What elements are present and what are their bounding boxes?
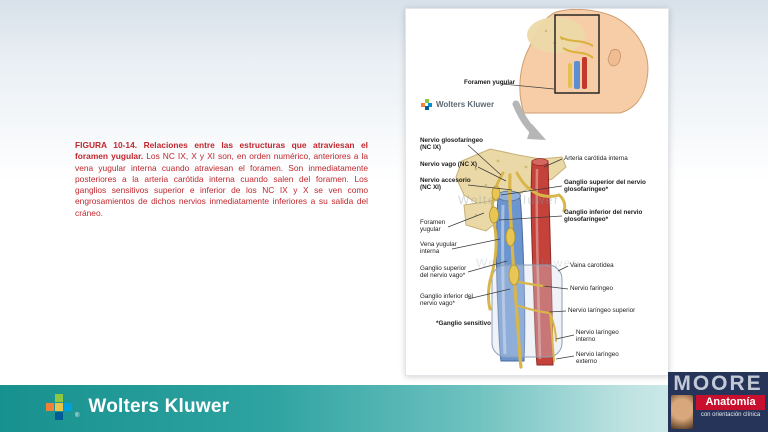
label-ganglio-sensitivo-footnote: *Ganglio sensitivo — [436, 320, 491, 327]
label-vaina-carotidea: Vaina carotídea — [570, 262, 614, 269]
caption-figure-number: FIGURA 10-14. — [75, 140, 138, 150]
moore-series-label: Anatomía — [696, 395, 765, 410]
label-vena-yugular-interna: Vena yugular interna — [420, 241, 457, 256]
wolters-kluwer-icon — [421, 99, 432, 110]
occipital-bone — [463, 200, 499, 232]
anatomy-head-thumbnail — [671, 395, 693, 429]
superior-glossopharyngeal-ganglion — [491, 185, 501, 201]
internal-carotid-artery — [530, 160, 554, 366]
panel-brand-label: Wolters Kluwer — [436, 100, 495, 109]
figure-caption: FIGURA 10-14. Relaciones entre las estru… — [75, 140, 368, 219]
label-nervio-vago: Nervio vago (NC X) — [420, 161, 478, 168]
wolters-kluwer-logo-icon — [46, 394, 72, 420]
inset-highlight-box — [554, 14, 600, 94]
footer-brand: ® Wolters Kluwer — [46, 394, 229, 420]
label-arteria-carotida-interna: Arteria carótida interna — [564, 155, 628, 162]
inferior-glossopharyngeal-ganglion — [489, 206, 499, 224]
registered-mark: ® — [75, 413, 80, 419]
carotid-sheath — [491, 264, 563, 358]
label-nervio-faringeo: Nervio faríngeo — [570, 285, 614, 292]
caption-body: Los NC IX, X y XI son, en orden numérico… — [75, 151, 369, 218]
label-nervio-laringeo-externo: Nervio laríngeo externo — [576, 351, 619, 366]
label-nervio-accesorio: Nervio accesorio (NC XI) — [420, 177, 471, 192]
anatomy-figure-panel: Wolters Kluwer Wolters Kluwer Wolters Kl… — [405, 8, 669, 376]
label-ganglio-superior-vago: Ganglio superior del nervio vago* — [420, 265, 467, 280]
inferior-vagal-ganglion — [508, 264, 520, 286]
label-ganglio-superior-glosofaringeo: Ganglio superior del nervio glosofarínge… — [564, 179, 646, 194]
label-nervio-glosofaringeo: Nervio glosofaríngeo (NC IX) — [420, 137, 483, 152]
external-laryngeal-nerve — [549, 312, 555, 362]
leader-lines — [447, 144, 575, 360]
footer-brand-label: Wolters Kluwer — [88, 396, 230, 417]
superior-vagal-ganglion — [505, 227, 516, 247]
accessory-nerve — [515, 171, 567, 213]
moore-subtitle: con orientación clínica — [700, 412, 761, 418]
skull-base-patch — [527, 17, 585, 53]
moore-branding-block: MOORE Anatomía con orientación clínica — [668, 372, 768, 432]
anatomy-illustration — [447, 9, 649, 369]
label-ganglio-inferior-glosofaringeo: Ganglio inferior del nervio glosofarínge… — [564, 209, 643, 224]
panel-brand: Wolters Kluwer — [421, 99, 494, 110]
caption-bold-lead: Relaciones entre las estructuras que atr… — [75, 140, 368, 162]
label-nervio-laringeo-interno: Nervio laríngeo interno — [576, 329, 619, 344]
label-ganglio-inferior-vago: Ganglio inferior del nervio vago* — [420, 293, 473, 308]
ear — [607, 48, 621, 67]
superior-laryngeal-nerve — [514, 303, 552, 315]
label-foramen-yugular: Foramen yugular — [420, 219, 446, 234]
footer-bar — [0, 385, 768, 432]
label-nervio-laringeo-superior: Nervio laríngeo superior — [568, 307, 636, 314]
moore-title: MOORE — [673, 372, 763, 395]
label-foramen-yugular-inset: Foramen yugular — [464, 79, 516, 86]
